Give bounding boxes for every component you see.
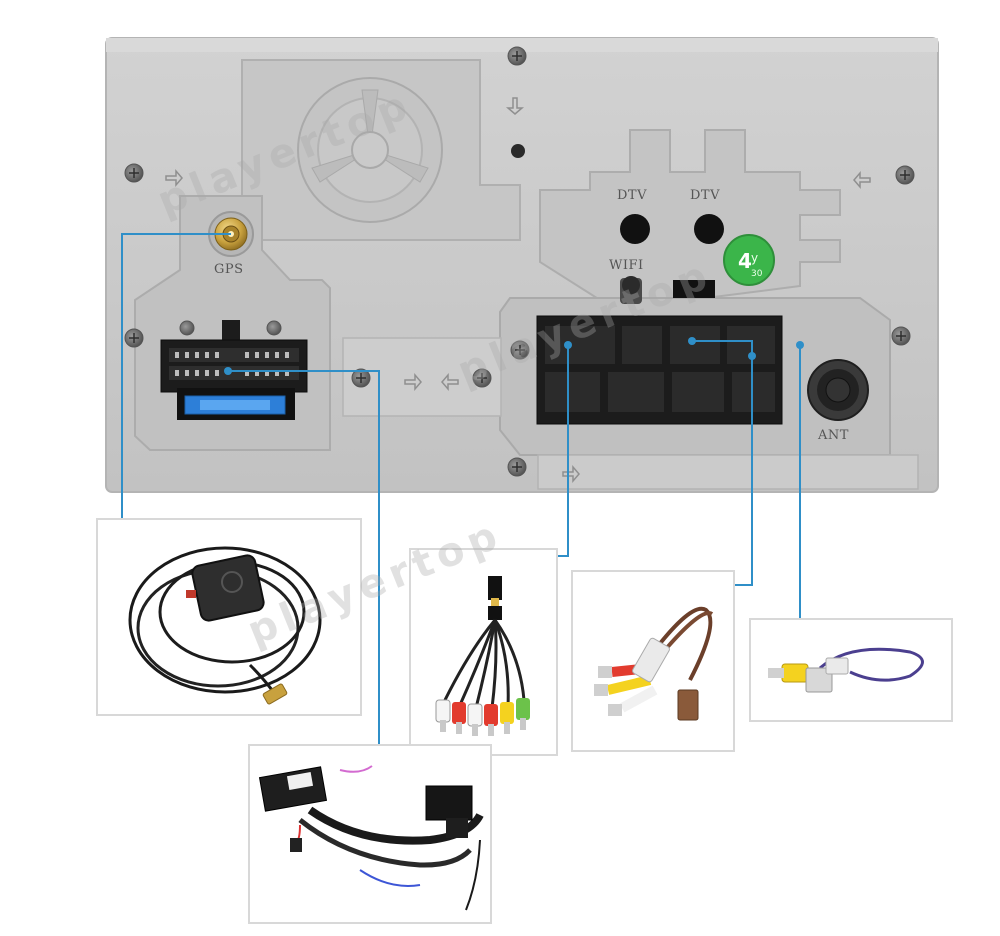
- dtv-port-right: [694, 214, 724, 244]
- dtv-port-left: [620, 214, 650, 244]
- rca-av-cable-drawing: [435, 576, 530, 736]
- ant-connector: [807, 359, 869, 421]
- dtv-right-label: DTV: [690, 188, 720, 203]
- wifi-label: WIFI: [609, 258, 644, 273]
- gps-label: GPS: [214, 262, 244, 277]
- dtv-left-label: DTV: [617, 188, 647, 203]
- av-connector-block: [536, 315, 783, 425]
- svg-text:y: y: [751, 251, 758, 265]
- leader-rca-av: [558, 345, 569, 557]
- svg-text:4: 4: [738, 249, 752, 273]
- leader-gps: [121, 233, 231, 518]
- camera-input-cable-drawing: [768, 647, 924, 693]
- leader-harness: [228, 370, 380, 744]
- power-connector: [160, 320, 308, 420]
- qc-sticker-icon: 4 y 30: [723, 234, 775, 286]
- rca-video-cable-drawing: [594, 606, 714, 721]
- canbus-harness-drawing: [258, 765, 484, 911]
- gps-antenna-drawing: [128, 546, 322, 705]
- leader-rca-video: [692, 340, 753, 586]
- svg-text:30: 30: [751, 269, 763, 279]
- ant-label: ANT: [818, 428, 849, 443]
